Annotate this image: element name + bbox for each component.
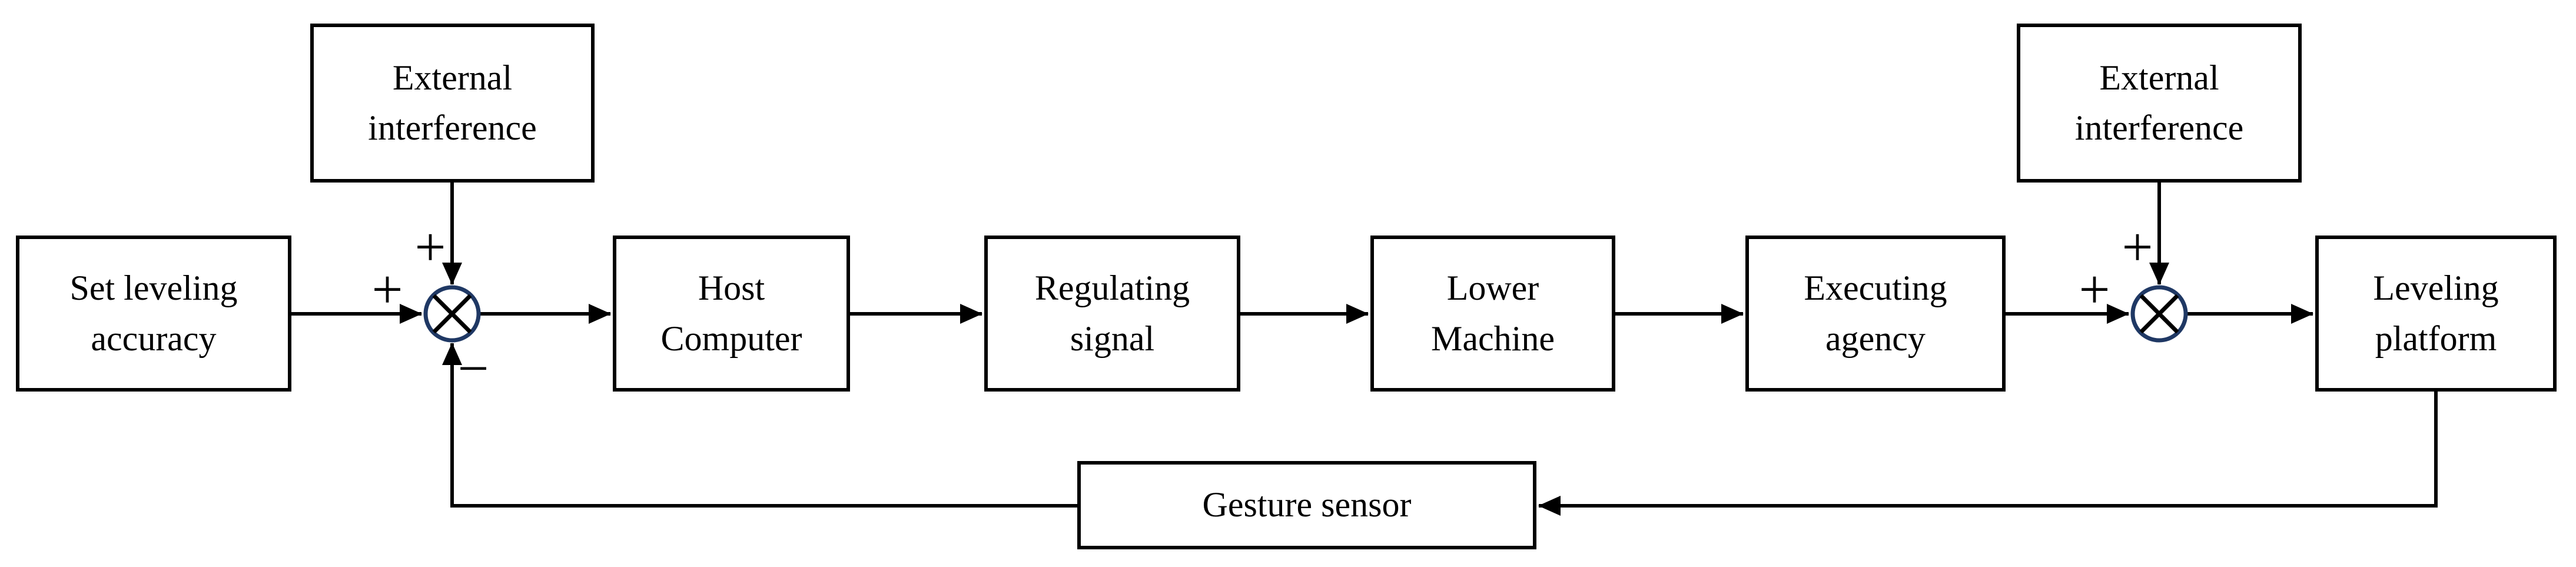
block-label: Lower Machine [1431, 268, 1555, 358]
sign-j2-disturbance-plus: + [2122, 217, 2153, 278]
sign-j1-disturbance-plus: + [414, 217, 446, 278]
block-host-computer: Host Computer [613, 236, 850, 392]
block-label: Host Computer [660, 268, 802, 358]
block-regulating-signal: Regulating signal [984, 236, 1240, 392]
block-label: External interference [368, 58, 537, 147]
block-external-interference-right: External interference [2017, 24, 2302, 183]
summing-junction-2 [2130, 285, 2188, 343]
sign-j2-input-plus: + [2079, 259, 2110, 320]
block-label: Executing agency [1804, 268, 1947, 358]
block-leveling-platform: Leveling platform [2315, 236, 2557, 392]
sign-j1-input-plus: + [371, 259, 403, 320]
sign-j1-feedback-minus: − [457, 338, 489, 399]
block-label: Regulating signal [1034, 268, 1190, 358]
block-external-interference-left: External interference [310, 24, 595, 183]
block-set-leveling-accuracy: Set leveling accuracy [16, 236, 291, 392]
block-executing-agency: Executing agency [1745, 236, 2006, 392]
arrow-gesture-to-j1 [442, 343, 1077, 508]
block-label: Set leveling accuracy [69, 268, 238, 358]
block-gesture-sensor: Gesture sensor [1077, 461, 1536, 549]
block-label: External interference [2074, 58, 2244, 147]
summing-junction-1 [423, 285, 481, 343]
block-label: Gesture sensor [1202, 485, 1412, 525]
block-label: Leveling platform [2373, 268, 2499, 358]
arrow-leveling-to-gesture [1538, 392, 2438, 516]
block-lower-machine: Lower Machine [1370, 236, 1615, 392]
